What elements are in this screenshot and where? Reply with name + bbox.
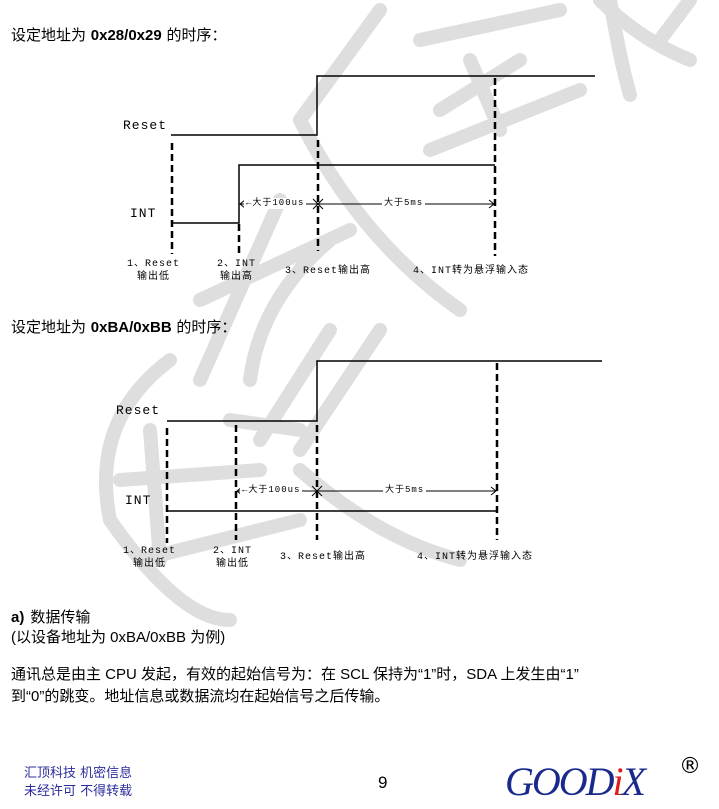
section-subtitle: (以设备地址为 0xBA/0xBB 为例) [11,629,226,646]
timing-label-100us: ←大于100us [240,485,303,496]
signal-label-reset: Reset [116,403,161,418]
waveform-diagram-1 [170,75,595,256]
step-1-label: 1、Reset 输出低 [123,546,177,570]
step-2-label: 2、INT 输出低 [213,546,253,570]
step-4-label: 4、INT转为悬浮输入态 [413,266,530,277]
body-paragraph-line-2: 到“0”的跳变。地址信息或数据流均在起始信号之后传输。 [11,688,390,705]
step-3-label: 3、Reset输出高 [285,266,372,277]
body-paragraph-line-1: 通讯总是由主 CPU 发起，有效的起始信号为：在 SCL 保持为“1”时，SDA… [11,666,579,683]
heading-address: 0xBA/0xBB [90,319,172,336]
timing-label-5ms: 大于5ms [383,485,427,496]
section-marker: a) [11,609,25,626]
step-1-label: 1、Reset 输出低 [127,259,181,283]
heading-prefix: 设定地址为 [11,318,91,336]
section-title-text: 数据传输 [30,608,91,626]
footer-confidential-note: 汇顶科技 机密信息 未经许可 不得转载 [24,766,133,799]
timing-heading-0xBA: 设定地址为 0xBA/0xBB 的时序： [11,316,236,337]
timing-heading-0x28: 设定地址为 0x28/0x29 的时序： [11,24,226,45]
timing-label-5ms: 大于5ms [382,198,426,209]
signal-label-reset: Reset [123,118,168,133]
page-number: 9 [378,773,388,792]
goodix-logo: GOODiX [505,759,646,804]
heading-prefix: 设定地址为 [11,26,91,44]
heading-suffix: 的时序： [171,318,237,336]
timing-label-100us: ←大于100us [244,198,307,209]
step-2-label: 2、INT 输出高 [217,259,257,283]
signal-label-int: INT [130,206,157,221]
heading-suffix: 的时序： [161,26,227,44]
signal-label-int: INT [125,493,152,508]
registered-trademark-icon: ® [679,754,701,779]
step-4-label: 4、INT转为悬浮输入态 [417,552,534,563]
heading-address: 0x28/0x29 [90,27,162,44]
timing-diagram-0x28: Reset INT ←大于100us 大于5ms 1、Reset 输出低 2、I… [0,0,719,300]
timing-diagram-0xBA: Reset INT ←大于100us 大于5ms 1、Reset 输出低 2、I… [0,340,719,590]
step-3-label: 3、Reset输出高 [280,552,367,563]
section-title-data-transfer: a) 数据传输 [11,606,90,627]
